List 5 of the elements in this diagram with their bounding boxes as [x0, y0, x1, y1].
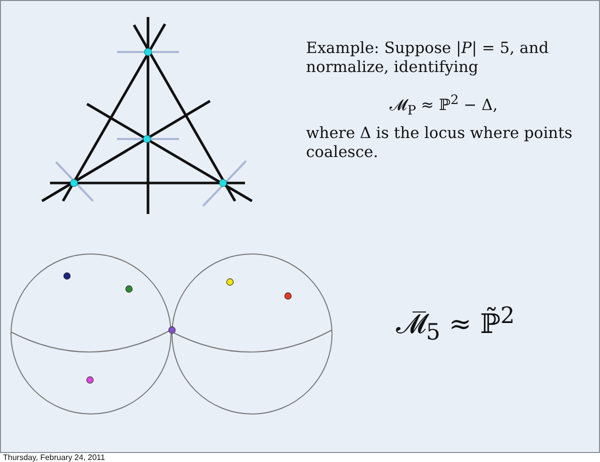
math-formula: 𝓜̅$_{5}$ ≈ ℙ̃$^{2}$ [396, 303, 515, 346]
body-text: Example: Suppose |P| = 5, and normalize, identifying [306, 39, 550, 76]
math-formula: 𝓜$_{P}$ ≈ ℙ$^{2}$ − Δ, [388, 93, 499, 119]
date-footer: Thursday, February 24, 2011 [3, 453, 105, 462]
body-text: where Δ is the locus where points coalesce. [306, 124, 574, 162]
